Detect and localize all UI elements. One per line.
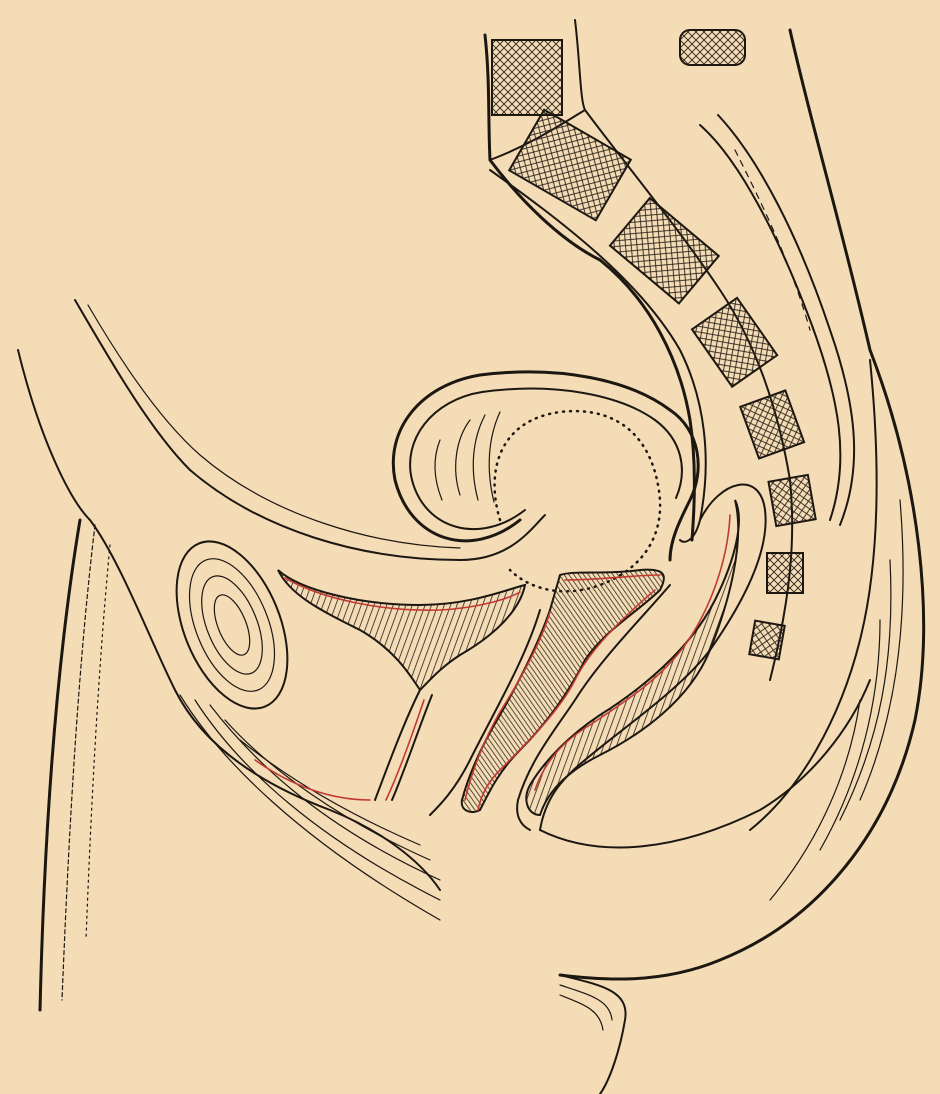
vertebra-cross-section xyxy=(680,30,745,65)
